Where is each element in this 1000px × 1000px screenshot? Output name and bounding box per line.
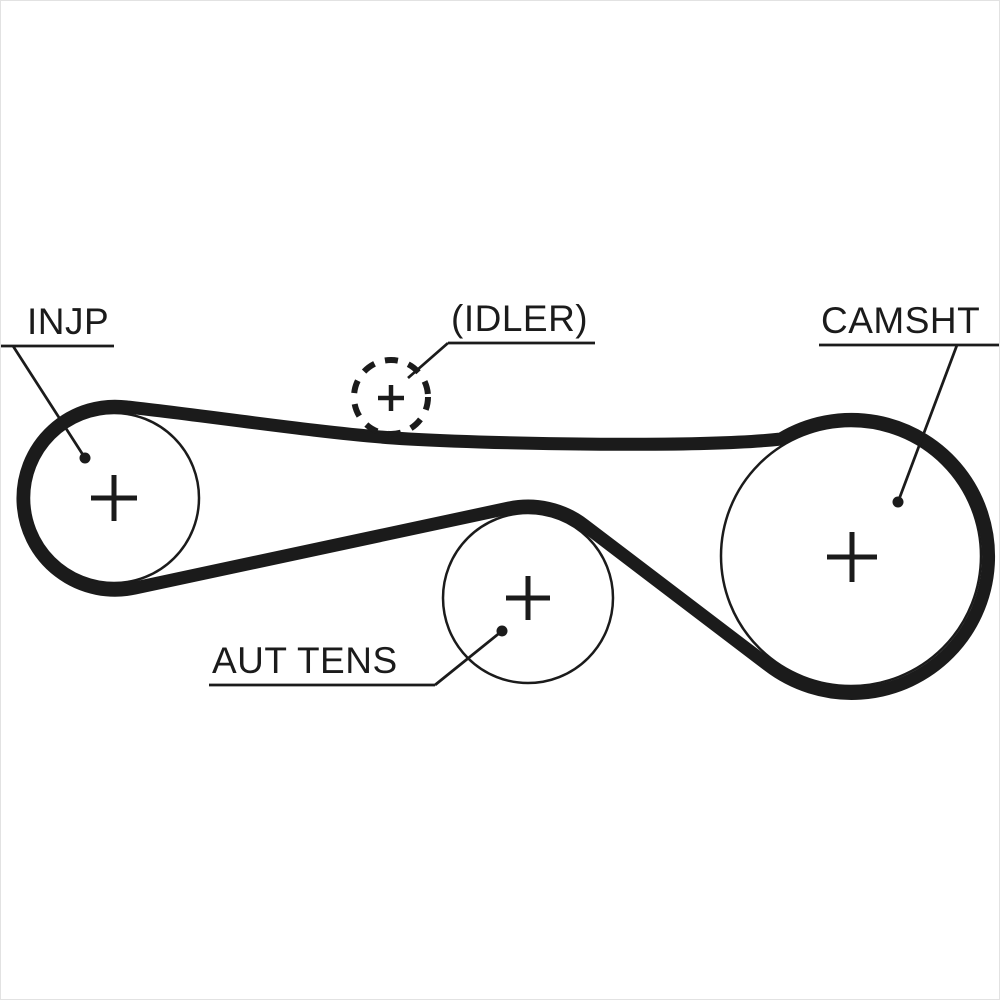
timing-belt (16, 399, 996, 700)
idler-circle (351, 357, 431, 437)
camsht-label: CAMSHT (821, 300, 980, 341)
idler-center-cross (378, 385, 404, 411)
injp-leader-dot (79, 452, 91, 464)
aut-tens-callout: AUT TENS (209, 625, 508, 687)
camsht-callout: CAMSHT (819, 300, 999, 508)
idler-leader-line (407, 341, 595, 380)
camsht-center-cross (827, 532, 877, 582)
camsht-leader-dot (892, 496, 904, 508)
idler-callout: (IDLER) (407, 298, 595, 380)
aut-tens-center-cross (506, 576, 550, 620)
injp-label: INJP (27, 301, 109, 342)
injp-center-cross (91, 475, 137, 521)
injp-callout: INJP (1, 301, 114, 464)
idler-label: (IDLER) (451, 298, 588, 339)
camsht-leader-line (819, 343, 999, 503)
aut-tens-label: AUT TENS (212, 640, 398, 681)
injp-leader-line (1, 344, 114, 459)
camsht-pulley (719, 424, 983, 688)
aut-tens-pulley (441, 511, 615, 685)
aut-tens-leader-line (209, 629, 503, 687)
aut-tens-leader-dot (496, 625, 508, 637)
